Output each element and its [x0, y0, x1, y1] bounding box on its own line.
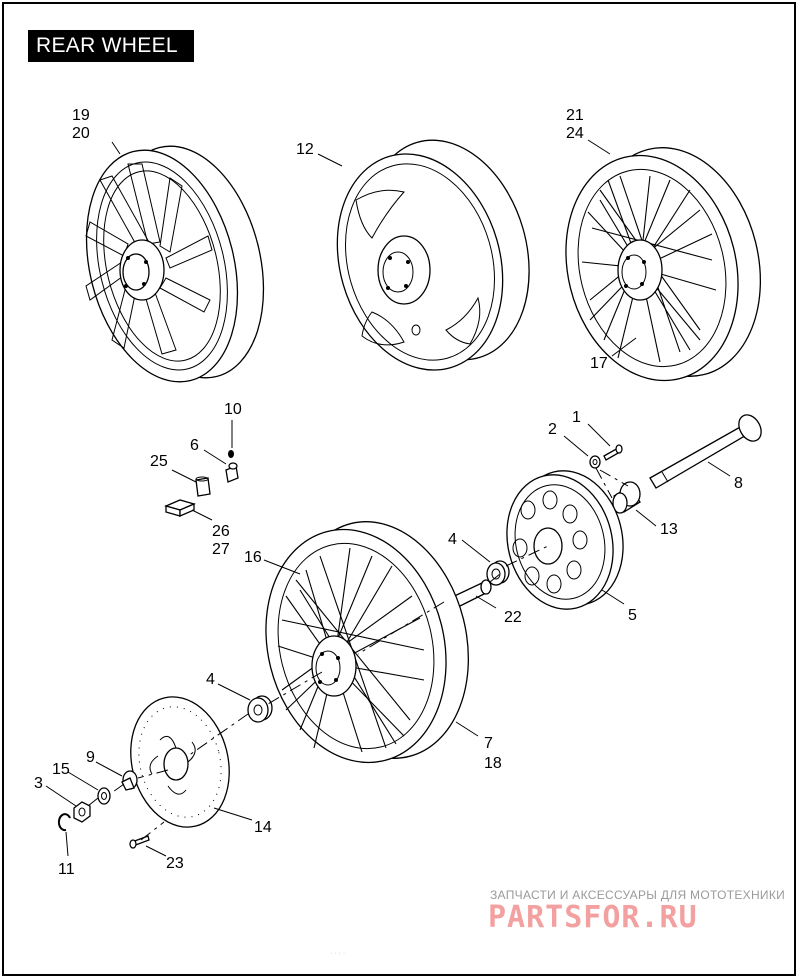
callout-10: 10 [224, 401, 242, 418]
callout-19: 19 [72, 107, 90, 124]
balance-weight-26-27 [164, 499, 196, 517]
watermark-logo: PARTSFOR.RU [488, 900, 698, 935]
solid-wheel-12 [336, 139, 530, 371]
callout-21: 21 [566, 107, 584, 124]
callout-12: 12 [296, 141, 314, 158]
assembly-centerlines [87, 467, 629, 841]
callout-5: 5 [628, 607, 637, 624]
axle-8 [649, 414, 762, 489]
spacer-9 [121, 770, 138, 791]
cast-wheel-19-20 [85, 145, 265, 383]
callout-6: 6 [190, 437, 199, 454]
spoke-wheel-21-24 [565, 147, 762, 382]
watermark-tagline: ЗАПЧАСТИ И АКСЕССУАРЫ ДЛЯ МОТОТЕХНИКИ [490, 888, 786, 902]
callout-13: 13 [660, 521, 678, 538]
callout-11: 11 [58, 861, 75, 878]
callout-20: 20 [72, 125, 90, 142]
callout-8: 8 [734, 475, 743, 492]
sprocket-5 [506, 470, 624, 610]
callout-26: 26 [212, 523, 230, 540]
callout-16: 16 [244, 549, 262, 566]
washer-2 [589, 455, 601, 469]
callout-4-lower: 4 [206, 671, 215, 688]
callout-1: 1 [572, 409, 581, 426]
page-title: REAR WHEEL [28, 30, 194, 62]
callout-9: 9 [86, 749, 95, 766]
screw-1 [603, 444, 623, 461]
spoke-wheel-7-18 [265, 521, 470, 764]
callout-22: 22 [504, 609, 522, 626]
balance-weight-25 [195, 476, 211, 497]
spacer-13 [612, 481, 641, 514]
callout-labels: 19 20 12 21 24 17 10 6 25 26 27 1 2 8 13… [34, 107, 743, 878]
axle-nut-3 [73, 801, 91, 823]
callout-15: 15 [52, 761, 70, 778]
brake-disc-14 [130, 696, 230, 828]
footer-text: · · · · [330, 950, 346, 957]
callout-27: 27 [212, 541, 230, 558]
callout-14: 14 [254, 819, 272, 836]
callout-18: 18 [484, 755, 502, 772]
retaining-clip-11 [57, 813, 71, 832]
callout-3: 3 [34, 775, 43, 792]
screw-23 [129, 835, 150, 849]
callout-24: 24 [566, 125, 584, 142]
valve-stem-6 [225, 462, 239, 483]
callout-4-upper: 4 [448, 531, 457, 548]
bearing-4-lower [247, 695, 273, 723]
valve-cap-10 [228, 450, 234, 458]
callout-25: 25 [150, 453, 168, 470]
callout-23: 23 [166, 855, 184, 872]
callout-7: 7 [484, 735, 493, 752]
callout-2: 2 [548, 421, 557, 438]
leader-lines [45, 139, 731, 857]
callout-17: 17 [590, 355, 608, 372]
washer-15 [97, 787, 111, 805]
